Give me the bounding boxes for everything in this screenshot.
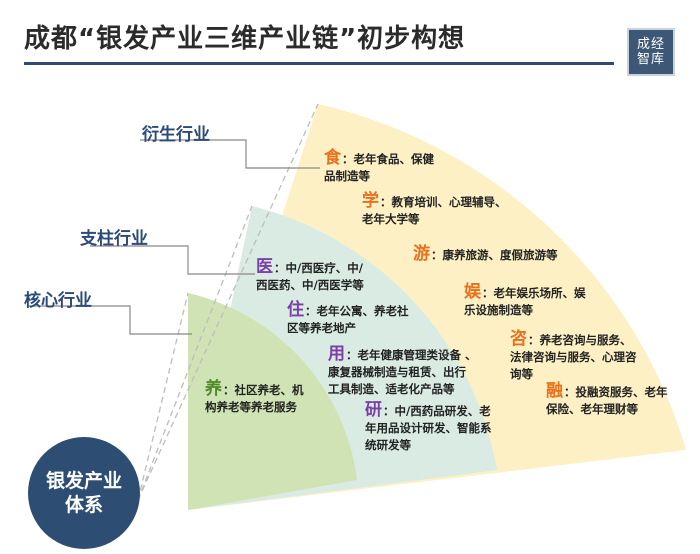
core-leader [28, 305, 192, 335]
derivative-item-travel: 游：康养旅游、度假旅游等 [413, 244, 558, 264]
center-circle: 银发产业 体系 [28, 437, 140, 549]
core-item-care: 养：社区养老、机 构养老等养老服务 [205, 379, 304, 415]
pillar-item-housing: 住：老年公寓、养老社 区等养老地产 [287, 300, 409, 336]
guide-line-middle [137, 205, 253, 501]
pillar-item-research: 研：中/西药品研发、老 年用品设计研发、智能系 统研发等 [365, 400, 492, 453]
tier-label-pillar: 支柱行业 [80, 229, 148, 249]
derivative-item-learning: 学：教育培训、心理辅导、 老年大学等 [362, 191, 507, 227]
center-line-2: 体系 [64, 494, 103, 516]
center-line-1: 银发产业 [45, 470, 122, 492]
derivative-leader [140, 139, 320, 169]
page-title: 成都“银发产业三维产业链”初步构想 [24, 24, 466, 54]
guide-line-core [137, 292, 189, 501]
derivative-item-entertainment: 娱：老年娱乐场所、娱 乐设施制造等 [464, 282, 586, 318]
derivative-item-consulting: 咨：养老咨询与服务、 法律咨询与服务、心理咨 询等 [510, 329, 637, 382]
tier-label-derivative: 衍生行业 [142, 125, 210, 145]
tier-label-core: 核心行业 [24, 291, 92, 311]
pillar-leader [90, 245, 255, 275]
derivative-item-finance: 融：投融资服务、老年 保险、老年理财等 [546, 381, 668, 417]
logo-line-1: 成经 [636, 37, 665, 52]
pillar-item-medical: 医：中/西医疗、中/ 西医药、中/西医学等 [256, 257, 364, 293]
title-underline [24, 62, 614, 65]
logo-line-2: 智库 [636, 52, 665, 67]
guide-line-outer [137, 103, 319, 501]
core-sector [188, 293, 357, 510]
logo: 成经 智库 [627, 28, 675, 76]
pillar-item-products: 用：老年健康管理类设备 、 康复器械制造与租赁、出行 工具制造、适老化产品等 [328, 344, 477, 397]
derivative-item-food: 食：老年食品、保健 品制造等 [324, 148, 434, 184]
